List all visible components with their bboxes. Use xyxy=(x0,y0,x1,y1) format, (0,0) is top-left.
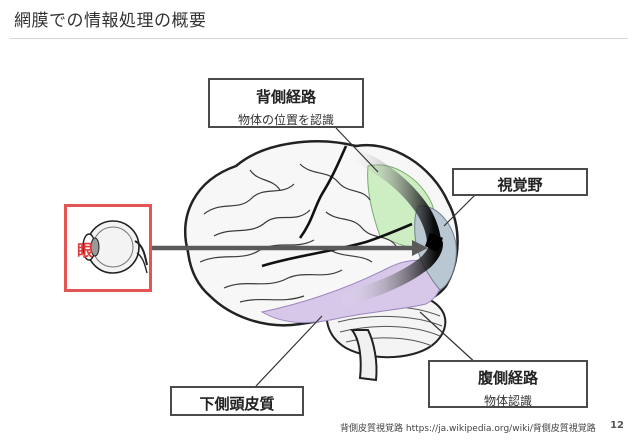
callout-inferior-temporal: 下側頭皮質 xyxy=(170,386,304,416)
v1-marker xyxy=(425,233,443,251)
leader-inferior-temporal xyxy=(255,315,323,387)
page-number: 12 xyxy=(610,420,624,431)
ventral-pathway-arrow xyxy=(333,237,443,307)
eye-icon xyxy=(82,220,148,274)
gyri-texture xyxy=(199,163,397,303)
visual-cortex-heading: 視覚野 xyxy=(497,176,543,194)
slide-title: 網膜での情報処理の概要 xyxy=(14,11,207,31)
inferior-temporal-heading: 下側頭皮質 xyxy=(199,395,275,413)
dorsal-pathway-heading: 背側経路 xyxy=(255,88,316,106)
eye-label: 眼 xyxy=(77,241,94,260)
ventral-pathway-description: 物体認識 xyxy=(483,394,532,408)
source-citation: 背側皮質視覚路 https://ja.wikipedia.org/wiki/背側… xyxy=(340,424,596,434)
arrow-head xyxy=(412,240,428,256)
leader-dorsal xyxy=(335,127,379,173)
callout-visual-cortex: 視覚野 xyxy=(452,168,588,196)
brainstem xyxy=(349,329,378,382)
title-divider xyxy=(10,38,628,39)
lateral-fissure xyxy=(261,222,413,268)
central-sulcus xyxy=(298,145,348,239)
eye-box: 眼 xyxy=(64,204,152,292)
dorsal-pathway-description: 物体の位置を認識 xyxy=(237,113,334,127)
leader-ventral xyxy=(419,311,479,366)
callout-dorsal-pathway: 背側経路 物体の位置を認識 xyxy=(208,78,364,128)
callout-ventral-pathway: 腹側経路 物体認識 xyxy=(428,360,588,408)
leader-visual-cortex xyxy=(443,189,481,227)
ventral-pathway-heading: 腹側経路 xyxy=(477,369,538,387)
